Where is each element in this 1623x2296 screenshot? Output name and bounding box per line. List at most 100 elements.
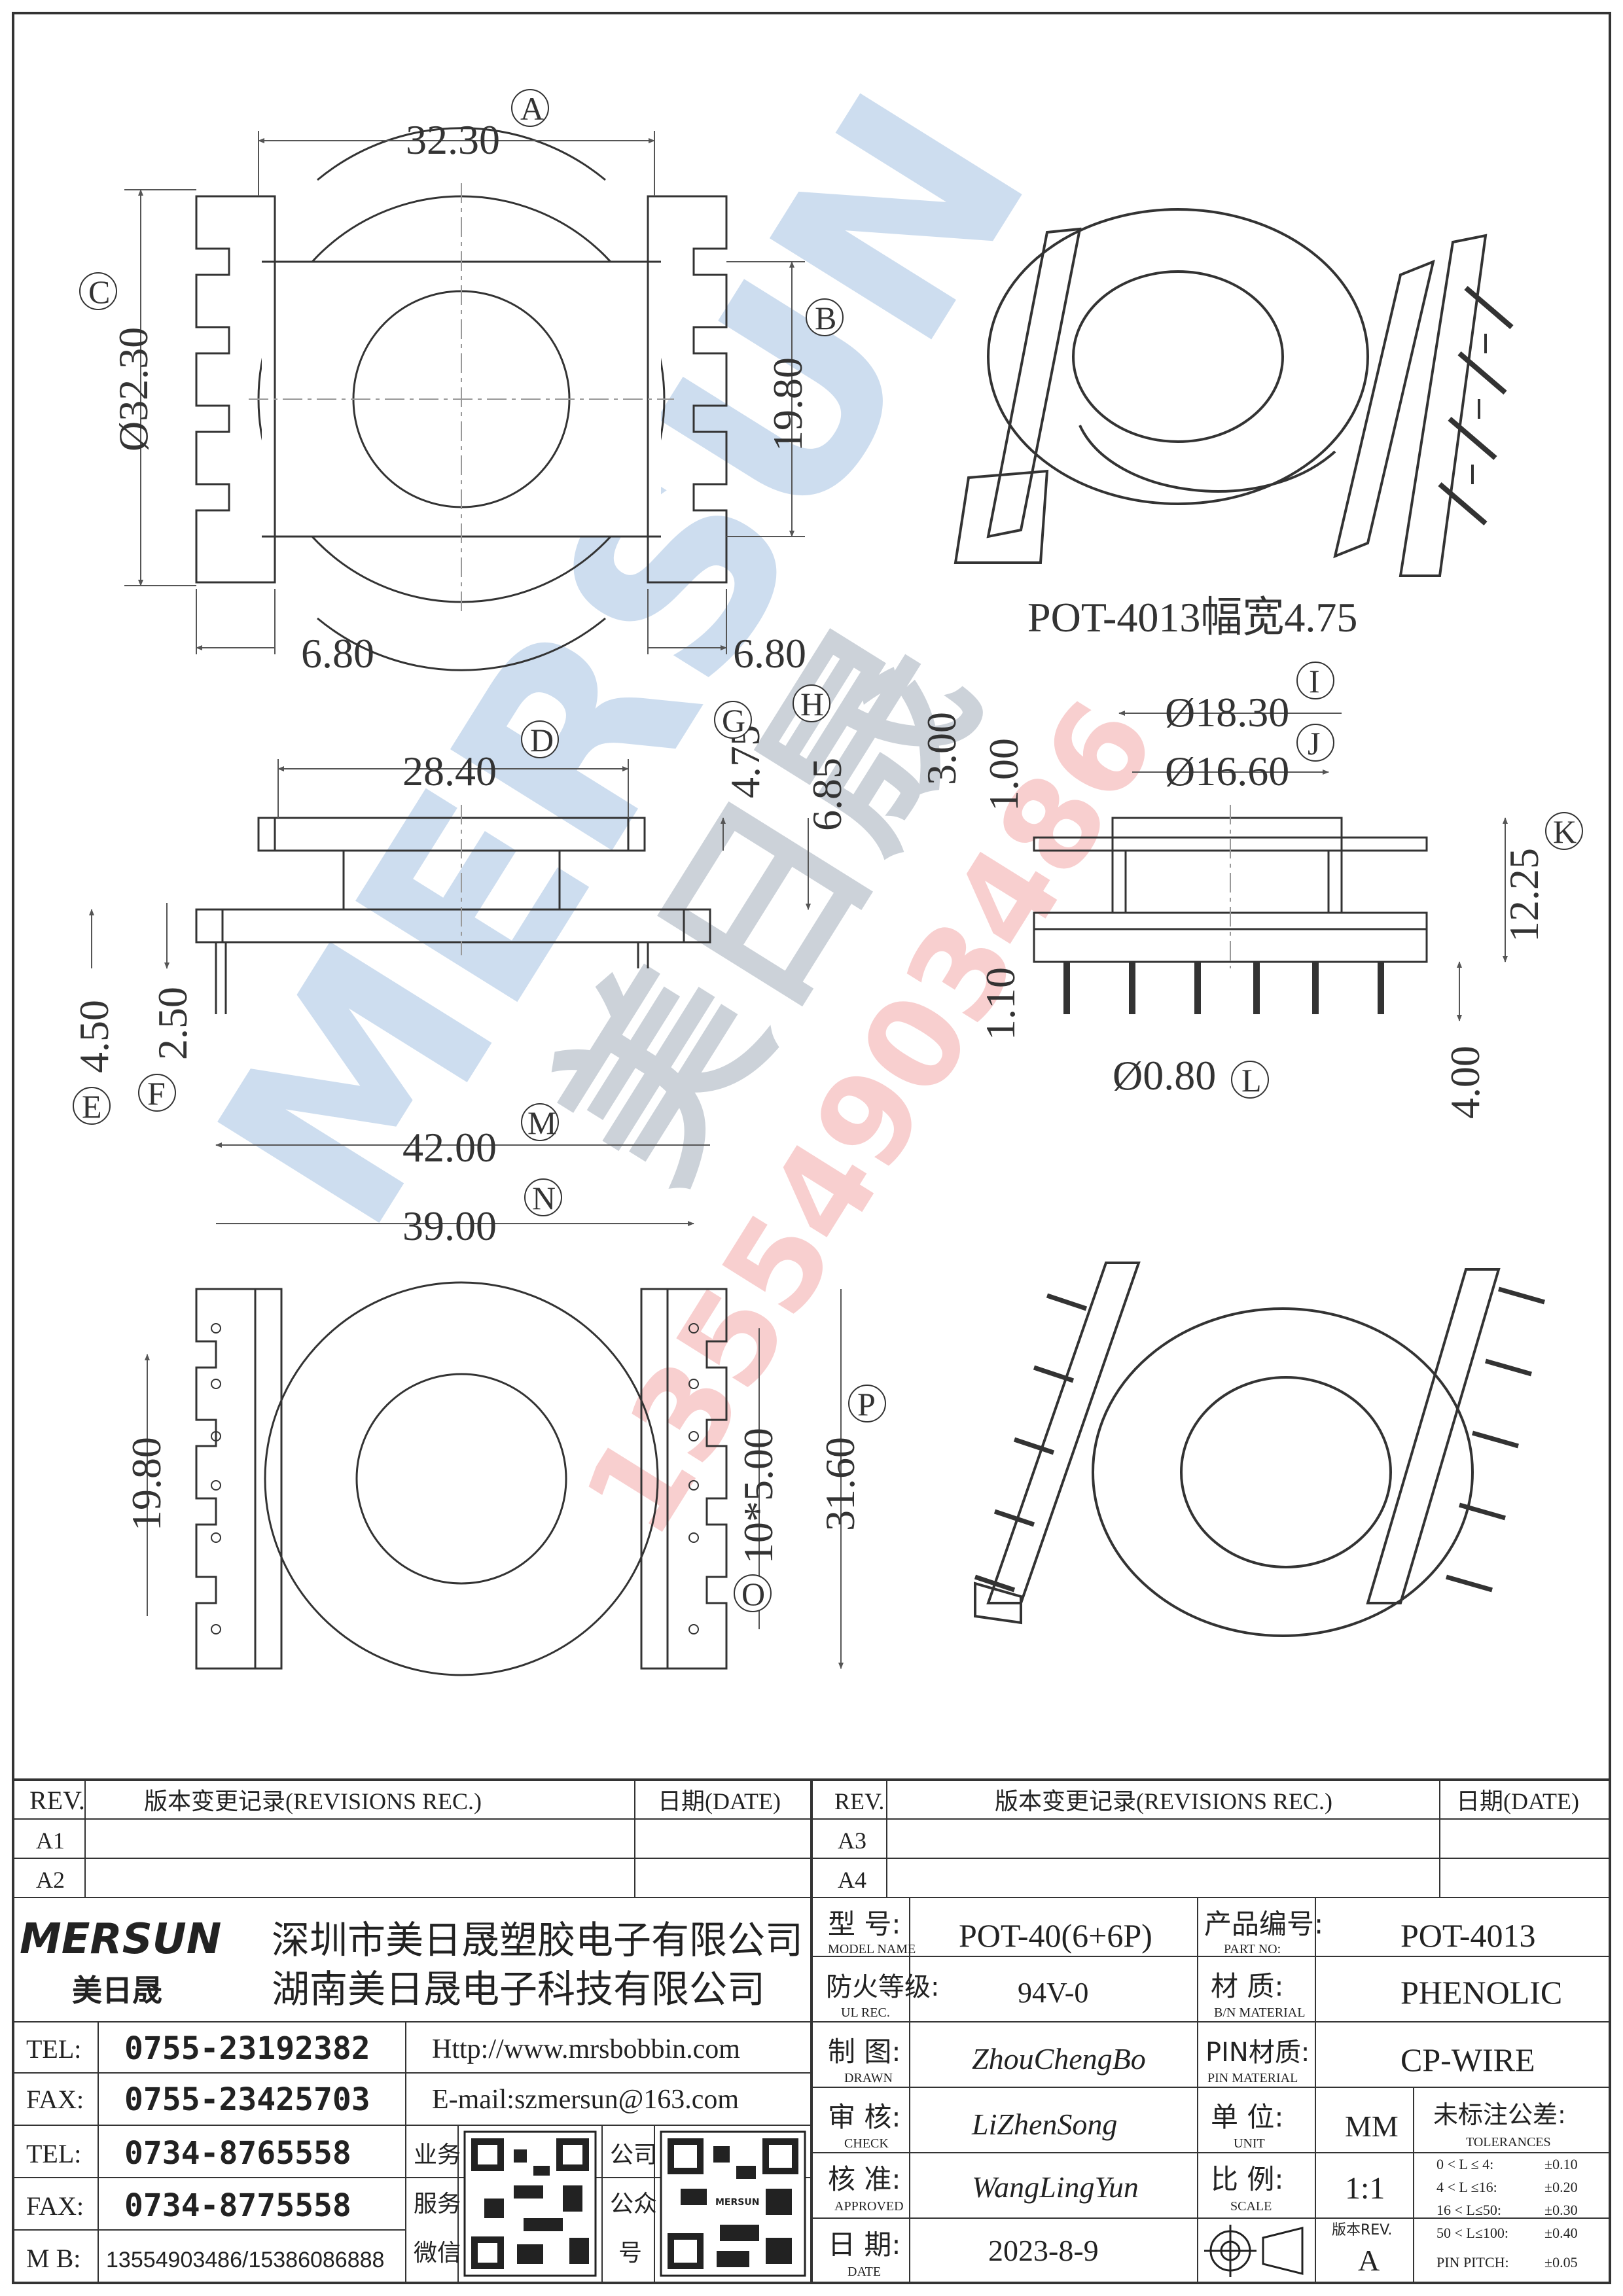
dim-bottom-height: 19.80 — [123, 1437, 169, 1531]
drawn-label-en: DRAWN — [844, 2071, 893, 2085]
date-value: 2023-8-9 — [988, 2234, 1099, 2267]
rev-row-a3: A3 — [838, 1828, 866, 1854]
label-d: D — [530, 722, 554, 758]
dim-b: 19.80 — [764, 357, 811, 451]
scale-label: 比 例: — [1211, 2163, 1284, 2195]
company-email: E-mail:szmersun@163.com — [432, 2085, 739, 2115]
qr1-label-3: 微信 — [414, 2240, 461, 2267]
tol-range-5: PIN PITCH: — [1436, 2254, 1509, 2270]
rev-row-a2: A2 — [36, 1867, 65, 1893]
pin-label-en: PIN MATERIAL — [1207, 2071, 1298, 2085]
contact-tel-1-label: TEL: — [26, 2034, 81, 2064]
title-block — [13, 1778, 1610, 2284]
company-logo-cn: 美日晟 — [72, 1973, 162, 2008]
version-value: A — [1358, 2244, 1380, 2277]
tol-value-3: ±0.30 — [1544, 2202, 1578, 2218]
pin-label: PIN材质: — [1205, 2038, 1310, 2068]
contact-tel-2: 0734-8765558 — [124, 2135, 351, 2172]
material-value: PHENOLIC — [1400, 1974, 1562, 2011]
tol-value-2: ±0.20 — [1544, 2179, 1578, 2195]
tolerance-title-en: TOLERANCES — [1466, 2135, 1551, 2149]
label-h: H — [800, 686, 824, 722]
unit-label: 单 位: — [1211, 2101, 1284, 2133]
tol-value-5: ±0.05 — [1544, 2254, 1578, 2270]
label-p: P — [857, 1386, 876, 1422]
iso-view-bottom — [974, 1262, 1545, 1637]
tolerance-title: 未标注公差: — [1433, 2100, 1566, 2129]
date-label: 日 期: — [828, 2229, 901, 2261]
rev-right-date: 日期(DATE) — [1456, 1788, 1579, 1814]
iso-view-top — [954, 208, 1514, 577]
tol-value-1: ±0.10 — [1544, 2156, 1578, 2172]
label-k: K — [1553, 813, 1577, 850]
tol-value-4: ±0.40 — [1544, 2225, 1578, 2241]
contact-tel-1: 0755-23192382 — [124, 2030, 370, 2067]
dimension-labels — [73, 89, 1583, 1612]
approved-label-en: APPROVED — [834, 2199, 904, 2214]
scale-label-en: SCALE — [1230, 2199, 1272, 2214]
label-c: C — [88, 274, 110, 310]
projection-symbol-icon — [1204, 2225, 1304, 2277]
qr2-label-2: 公众 — [610, 2191, 657, 2217]
contact-fax-1-label: FAX: — [26, 2085, 84, 2114]
model-label: 型 号: — [828, 1908, 901, 1940]
tol-range-1: 0 < L ≤ 4: — [1436, 2156, 1493, 2172]
part-label: 产品编号: — [1204, 1908, 1323, 1940]
qr1-label-1: 业务 — [414, 2142, 461, 2168]
rev-row-a1: A1 — [36, 1828, 65, 1854]
contact-mobile: 13554903486/15386086888 — [106, 2248, 384, 2272]
dim-side-t1: 3.00 — [918, 712, 965, 785]
scale-value: 1:1 — [1345, 2171, 1385, 2206]
qr-code-business — [463, 2130, 597, 2277]
dim-p: 31.60 — [817, 1437, 863, 1531]
dim-d: 28.40 — [402, 748, 497, 794]
dim-side-t2: 1.00 — [980, 738, 1027, 811]
rev-row-a4: A4 — [838, 1867, 866, 1893]
label-e: E — [82, 1088, 102, 1125]
drawn-value: ZhouChengBo — [972, 2042, 1146, 2075]
bottom-view — [147, 1145, 841, 1676]
drawn-label: 制 图: — [828, 2036, 901, 2068]
contact-fax-2: 0734-8775558 — [124, 2187, 351, 2224]
ul-label: 防火等级: — [826, 1972, 939, 2002]
label-i: I — [1309, 663, 1320, 699]
top-view — [124, 127, 805, 671]
check-label: 审 核: — [828, 2101, 901, 2133]
dim-e: 4.50 — [71, 1000, 117, 1073]
material-label: 材 质: — [1211, 1970, 1284, 2002]
dim-l: Ø0.80 — [1113, 1052, 1216, 1099]
version-label: 版本REV. — [1332, 2222, 1392, 2238]
contact-mobile-label: M B: — [26, 2244, 80, 2273]
label-m: M — [527, 1104, 556, 1141]
dim-f: 2.50 — [149, 987, 196, 1060]
check-label-en: CHECK — [844, 2136, 889, 2151]
side-view — [1033, 713, 1508, 1021]
label-n: N — [532, 1180, 556, 1216]
rev-right-header: REV. — [834, 1788, 884, 1814]
tol-range-2: 4 < L ≤16: — [1436, 2179, 1497, 2195]
qr-logo: MERSUN — [715, 2197, 759, 2208]
qr2-label-3: 号 — [618, 2240, 642, 2267]
label-a: A — [520, 90, 544, 127]
dim-a: 32.30 — [406, 116, 500, 163]
dim-i: Ø18.30 — [1165, 689, 1289, 735]
qr2-label-1: 公司 — [610, 2142, 657, 2168]
part-value: POT-4013 — [1400, 1917, 1536, 1954]
pin-value: CP-WIRE — [1400, 2041, 1535, 2078]
material-label-en: B/N MATERIAL — [1214, 2005, 1305, 2020]
dim-right-width: 6.80 — [733, 630, 806, 677]
dim-k: 12.25 — [1501, 848, 1547, 942]
dim-m: 42.00 — [402, 1124, 497, 1171]
ul-value: 94V-0 — [1018, 1977, 1088, 2009]
company-name-1: 深圳市美日晟塑胶电子有限公司 — [272, 1918, 803, 1962]
tol-range-4: 50 < L≤100: — [1436, 2225, 1508, 2241]
contact-fax-1: 0755-23425703 — [124, 2081, 370, 2118]
label-b: B — [815, 300, 836, 336]
model-value: POT-40(6+6P) — [959, 1917, 1152, 1954]
contact-tel-2-label: TEL: — [26, 2139, 81, 2168]
dim-j: Ø16.60 — [1165, 748, 1289, 794]
label-o: O — [741, 1576, 765, 1612]
dim-pin-len: 4.00 — [1442, 1046, 1488, 1119]
